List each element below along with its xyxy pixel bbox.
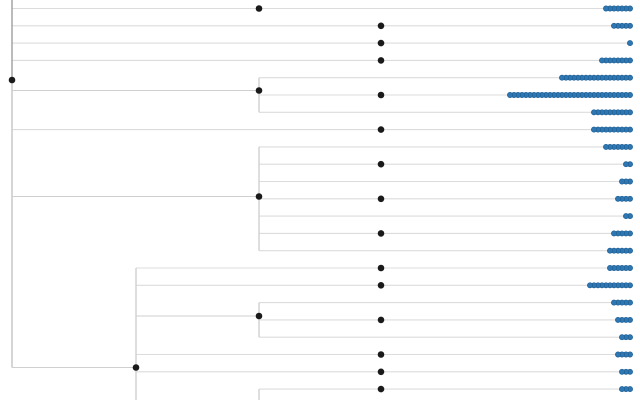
count-dot — [623, 161, 629, 168]
count-dot — [619, 334, 625, 341]
count-dot — [615, 351, 621, 358]
internal-node-dot — [132, 364, 140, 371]
count-dot-strip — [619, 386, 633, 393]
internal-node-dot — [377, 385, 385, 393]
count-dot-strip — [611, 22, 633, 29]
count-dot — [591, 109, 597, 116]
count-dot-strip — [603, 5, 633, 12]
count-dot — [603, 143, 609, 150]
internal-node-dot — [377, 39, 385, 47]
count-dot — [603, 5, 609, 12]
count-dot-strip — [599, 57, 633, 64]
count-dot-strip — [619, 368, 633, 375]
count-dot — [611, 230, 617, 237]
count-dot-strip — [607, 247, 633, 254]
internal-node-dot — [377, 368, 385, 376]
count-dot-strip — [611, 299, 633, 306]
count-dot-strip — [619, 178, 633, 185]
count-dot — [607, 247, 613, 254]
count-dot-strips — [507, 5, 633, 393]
count-dot — [611, 299, 617, 306]
count-dot-strip — [627, 40, 633, 47]
count-dot — [507, 92, 513, 98]
internal-node-dot — [377, 126, 385, 133]
count-dot-strip — [559, 74, 633, 81]
count-dot — [607, 265, 613, 271]
internal-node-dot — [377, 282, 385, 289]
count-dot — [627, 40, 633, 47]
internal-node-dot — [255, 193, 263, 200]
internal-node-dot — [377, 230, 385, 237]
count-dot-strip — [507, 92, 633, 98]
count-dot-strip — [619, 334, 633, 341]
count-dot — [587, 282, 593, 289]
count-dot-strip — [607, 265, 633, 271]
internal-node-dot — [255, 312, 263, 320]
count-dot — [559, 74, 565, 81]
count-dot — [619, 178, 625, 185]
tip-branch-lines — [12, 7, 632, 390]
count-dot-strip — [615, 195, 633, 202]
count-dot-strip — [611, 230, 633, 237]
internal-node-dot — [255, 87, 263, 94]
tree-edge-lines — [11, 0, 260, 400]
count-dot-strip — [591, 109, 633, 116]
internal-node-dot — [377, 57, 385, 64]
count-dot — [591, 126, 597, 133]
internal-node-dot — [377, 160, 385, 168]
count-dot — [615, 316, 621, 323]
count-dot-strip — [591, 126, 633, 133]
internal-node-dot — [377, 91, 385, 99]
internal-node-dot — [377, 316, 385, 324]
internal-node-dot — [8, 76, 16, 84]
internal-node-dots — [8, 5, 385, 393]
count-dot-strip — [615, 351, 633, 358]
internal-node-dot — [377, 351, 385, 358]
count-dot-strip — [615, 316, 633, 323]
count-dot — [623, 213, 629, 220]
count-dot — [599, 57, 605, 64]
internal-node-dot — [377, 195, 385, 203]
count-dot-strip — [623, 213, 633, 220]
count-dot — [619, 386, 625, 393]
internal-node-dot — [255, 5, 263, 12]
count-dot-strip — [623, 161, 633, 168]
count-dot — [615, 195, 621, 202]
count-dot-strip — [603, 143, 633, 150]
internal-node-dot — [377, 264, 385, 272]
internal-node-dot — [377, 22, 385, 30]
count-dot — [611, 22, 617, 29]
count-dot-strip — [587, 282, 633, 289]
count-dot — [619, 368, 625, 375]
